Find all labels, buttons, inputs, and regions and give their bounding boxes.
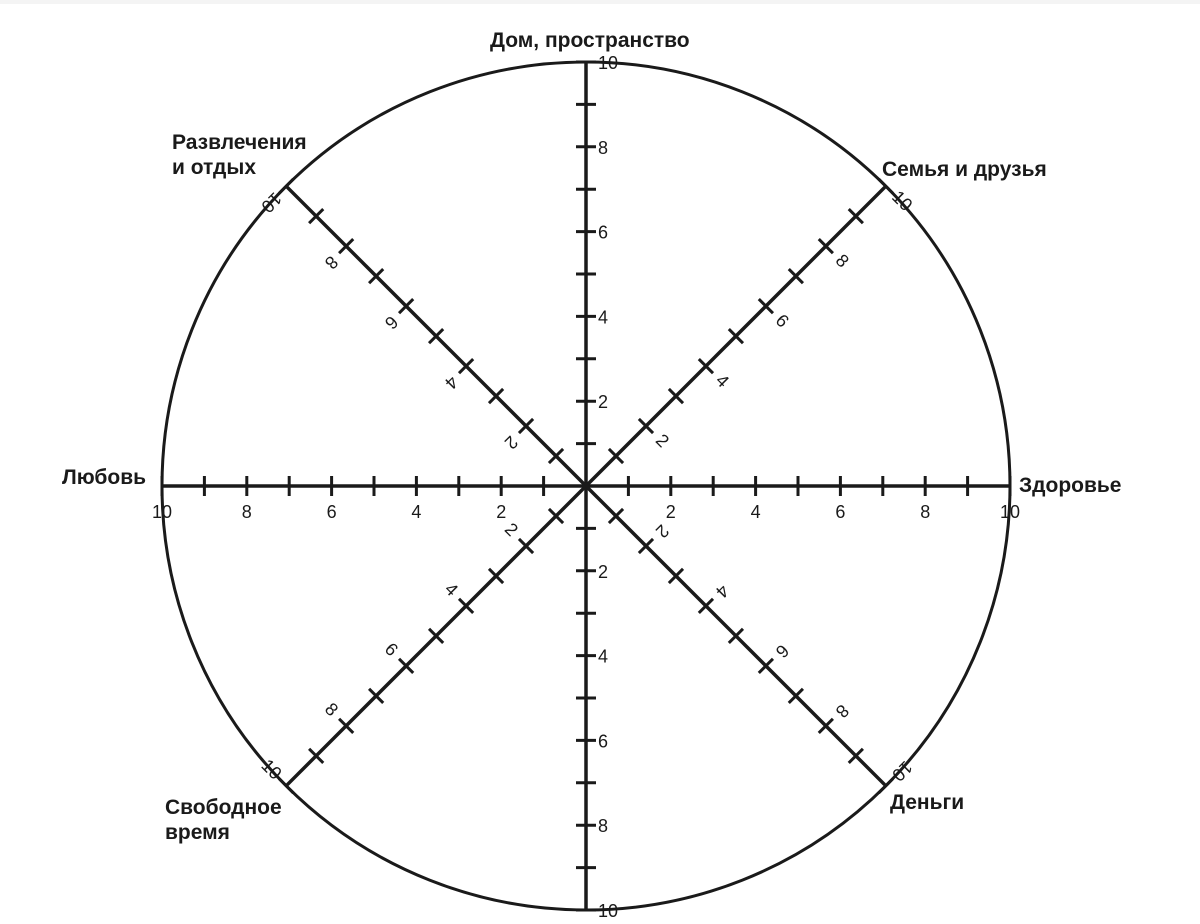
- ticks-layer: [160, 60, 1012, 912]
- tick-money-2: [637, 537, 655, 555]
- scale-number-love-4: 4: [411, 502, 421, 522]
- scale-number-spare-2: 2: [598, 562, 608, 582]
- tick-leisure-6: [397, 297, 415, 315]
- tick-family-2: [637, 417, 655, 435]
- scale-number-leisure-6: 6: [381, 312, 402, 333]
- tick-free-8: [338, 717, 355, 734]
- tick-family-10: [877, 178, 894, 195]
- tick-money-10: [877, 777, 894, 794]
- tick-leisure-2: [517, 417, 535, 435]
- scale-number-family-8: 8: [832, 250, 853, 271]
- scale-number-leisure-4: 4: [441, 372, 462, 393]
- scale-number-family-4: 4: [712, 370, 733, 391]
- tick-leisure-8: [338, 238, 355, 255]
- tick-family-9: [847, 208, 864, 225]
- tick-family-6: [757, 297, 775, 315]
- scale-number-health-6: 6: [835, 502, 845, 522]
- tick-leisure-10: [278, 178, 295, 195]
- tick-leisure-9: [308, 208, 325, 225]
- scale-number-home-2: 2: [598, 392, 608, 412]
- tick-leisure-4: [457, 357, 475, 375]
- tick-family-5: [727, 327, 745, 345]
- label-home: Дом, пространство: [490, 29, 690, 52]
- scale-number-money-4: 4: [712, 581, 733, 602]
- tick-money-8: [817, 717, 834, 734]
- tick-free-2: [517, 537, 535, 555]
- tick-free-4: [457, 597, 475, 615]
- scale-number-free-6: 6: [381, 639, 402, 660]
- tick-family-7: [787, 267, 805, 285]
- scale-number-money-8: 8: [832, 701, 853, 722]
- tick-family-1: [607, 447, 625, 465]
- scale-number-family-2: 2: [652, 430, 673, 451]
- scale-number-health-2: 2: [666, 502, 676, 522]
- tick-free-7: [367, 687, 385, 705]
- scale-number-leisure-2: 2: [501, 432, 522, 453]
- tick-money-7: [787, 687, 805, 705]
- scale-number-family-6: 6: [772, 310, 793, 331]
- tick-money-9: [847, 747, 864, 764]
- scale-number-money-6: 6: [772, 641, 793, 662]
- scale-number-love-10: 10: [152, 502, 172, 522]
- scale-number-free-2: 2: [501, 519, 522, 540]
- label-leisure: Развлечения и отдых: [172, 130, 307, 180]
- tick-family-3: [667, 387, 685, 405]
- tick-leisure-7: [367, 267, 385, 285]
- tick-leisure-5: [427, 327, 445, 345]
- scale-number-home-10: 10: [598, 53, 618, 73]
- tick-free-10: [278, 777, 295, 794]
- tick-family-8: [817, 238, 834, 255]
- tick-leisure-1: [547, 447, 565, 465]
- scale-number-home-8: 8: [598, 138, 608, 158]
- tick-money-1: [607, 507, 625, 525]
- scale-number-health-10: 10: [1000, 502, 1020, 522]
- tick-free-1: [547, 507, 565, 525]
- label-money: Деньги: [890, 791, 965, 814]
- tick-free-5: [427, 627, 445, 645]
- tick-money-5: [727, 627, 745, 645]
- scale-number-love-6: 6: [327, 502, 337, 522]
- label-free-time-line1: Свободное: [165, 796, 282, 819]
- scale-number-free-4: 4: [441, 579, 462, 600]
- scale-number-health-8: 8: [920, 502, 930, 522]
- tick-money-4: [697, 597, 715, 615]
- scale-number-spare-4: 4: [598, 647, 608, 667]
- scale-number-free-8: 8: [321, 699, 342, 720]
- label-free-time: Свободное время: [165, 795, 282, 845]
- scale-number-leisure-8: 8: [321, 252, 342, 273]
- scale-number-spare-8: 8: [598, 816, 608, 836]
- scale-number-health-4: 4: [751, 502, 761, 522]
- scale-number-home-6: 6: [598, 223, 608, 243]
- scale-number-spare-10: 10: [598, 901, 618, 919]
- scale-number-home-4: 4: [598, 307, 608, 327]
- tick-money-6: [757, 657, 775, 675]
- tick-free-9: [308, 747, 325, 764]
- scale-number-love-2: 2: [496, 502, 506, 522]
- scale-number-spare-6: 6: [598, 731, 608, 751]
- label-family: Семья и друзья: [882, 158, 1047, 181]
- scale-number-money-2: 2: [652, 521, 673, 542]
- tick-leisure-3: [487, 387, 505, 405]
- label-love: Любовь: [62, 466, 147, 489]
- top-strip: [0, 0, 1200, 4]
- label-leisure-line1: Развлечения: [172, 131, 307, 154]
- label-leisure-line2: и отдых: [172, 156, 256, 179]
- label-health: Здоровье: [1019, 474, 1122, 497]
- tick-family-4: [697, 357, 715, 375]
- label-free-time-line2: время: [165, 821, 230, 844]
- tick-free-6: [397, 657, 415, 675]
- tick-free-3: [487, 567, 505, 585]
- tick-money-3: [667, 567, 685, 585]
- scale-number-love-8: 8: [242, 502, 252, 522]
